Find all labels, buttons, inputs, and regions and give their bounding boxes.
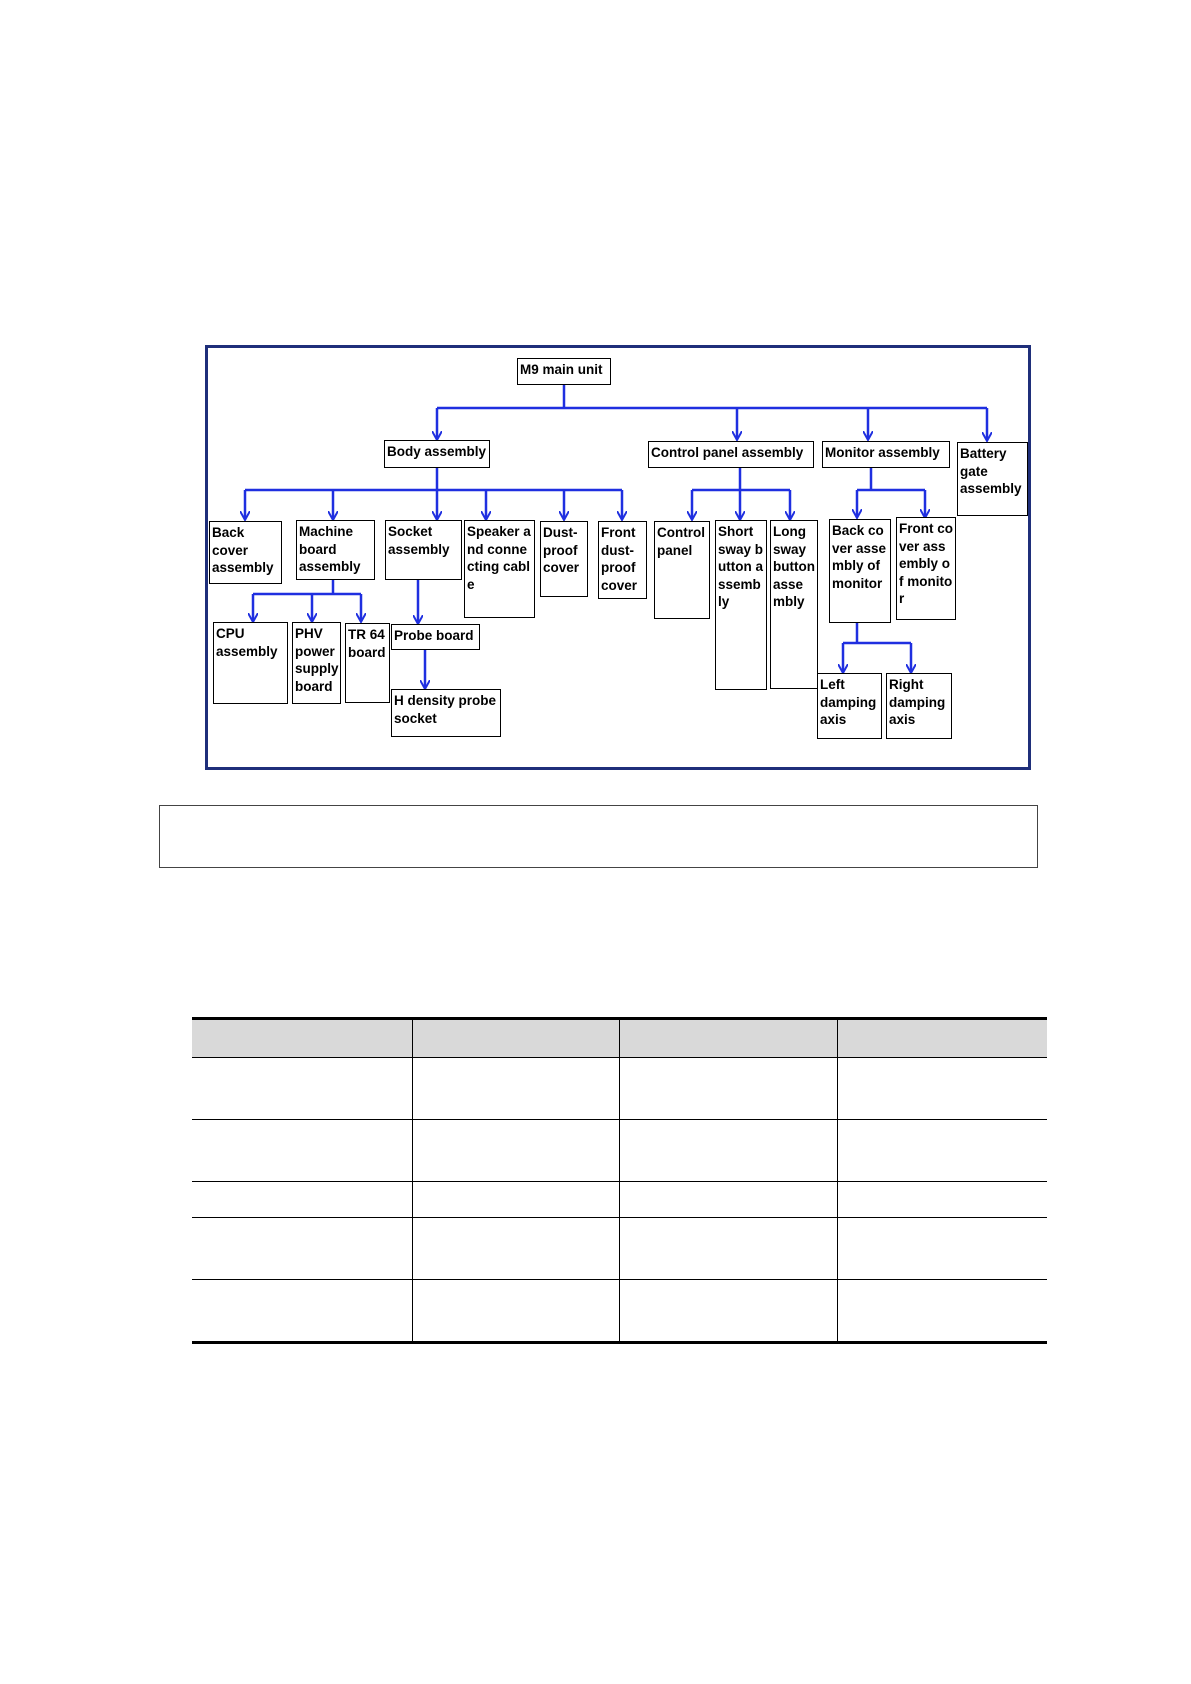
table-cell — [192, 1119, 412, 1182]
node-monitor-assembly: Monitor assembly — [822, 441, 950, 468]
node-control-panel: Control panel — [654, 521, 710, 619]
table-row — [192, 1119, 1047, 1182]
node-long-sway-button-assembly: Long sway button assembly — [770, 520, 818, 689]
table-cell — [192, 1181, 412, 1218]
node-battery-gate-assembly: Battery gate assembly — [957, 442, 1028, 516]
table-row — [192, 1181, 1047, 1218]
table-cell — [618, 1057, 837, 1120]
node-front-cover-assembly-of-monitor: Front cover assembly of monitor — [896, 517, 956, 620]
node-body-assembly: Body assembly — [384, 440, 490, 468]
table-cell — [192, 1217, 412, 1280]
table-cell — [836, 1119, 1047, 1182]
node-m9-main-unit: M9 main unit — [517, 358, 611, 385]
table-cell — [618, 1217, 837, 1280]
table-cell — [411, 1181, 619, 1218]
node-speaker-cable: Speaker and connecting cable — [464, 520, 535, 618]
table-cell — [618, 1279, 837, 1344]
node-machine-board-assembly: Machine board assembly — [296, 520, 375, 580]
caption-box — [159, 805, 1038, 868]
parts-table — [192, 1017, 1047, 1344]
node-front-dust-proof-cover: Front dust-proof cover — [598, 521, 647, 599]
node-socket-assembly: Socket assembly — [385, 520, 462, 580]
node-left-damping-axis: Left damping axis — [817, 673, 882, 739]
table-cell — [836, 1057, 1047, 1120]
node-probe-board: Probe board — [391, 624, 480, 650]
table-cell — [192, 1057, 412, 1120]
node-h-density-probe-socket: H density probe socket — [391, 689, 501, 737]
node-tr64-board: TR 64 board — [345, 623, 390, 703]
node-phv-power-supply-board: PHV power supply board — [292, 622, 341, 704]
table-cell — [618, 1119, 837, 1182]
table-cell — [836, 1279, 1047, 1344]
node-cpu-assembly: CPU assembly — [213, 622, 288, 704]
table-cell — [411, 1119, 619, 1182]
table-row — [192, 1217, 1047, 1280]
table-row — [192, 1057, 1047, 1120]
table-cell — [836, 1217, 1047, 1280]
table-cell — [618, 1181, 837, 1218]
node-control-panel-assembly: Control panel assembly — [648, 441, 814, 468]
table-header-cell — [618, 1017, 837, 1058]
table-cell — [192, 1279, 412, 1344]
table-header-cell — [192, 1017, 412, 1058]
node-right-damping-axis: Right damping axis — [886, 673, 952, 739]
node-back-cover-assembly-of-monitor: Back cover assembly of monitor — [829, 519, 891, 623]
table-cell — [836, 1181, 1047, 1218]
table-header-row — [192, 1017, 1047, 1058]
table-header-cell — [836, 1017, 1047, 1058]
node-short-sway-button-assembly: Short sway button assembly — [715, 520, 767, 690]
table-cell — [411, 1217, 619, 1280]
table-cell — [411, 1057, 619, 1120]
node-dust-proof-cover: Dust-proof cover — [540, 521, 588, 597]
table-row — [192, 1279, 1047, 1344]
node-back-cover-assembly: Back cover assembly — [209, 521, 282, 584]
table-cell — [411, 1279, 619, 1344]
table-header-cell — [411, 1017, 619, 1058]
